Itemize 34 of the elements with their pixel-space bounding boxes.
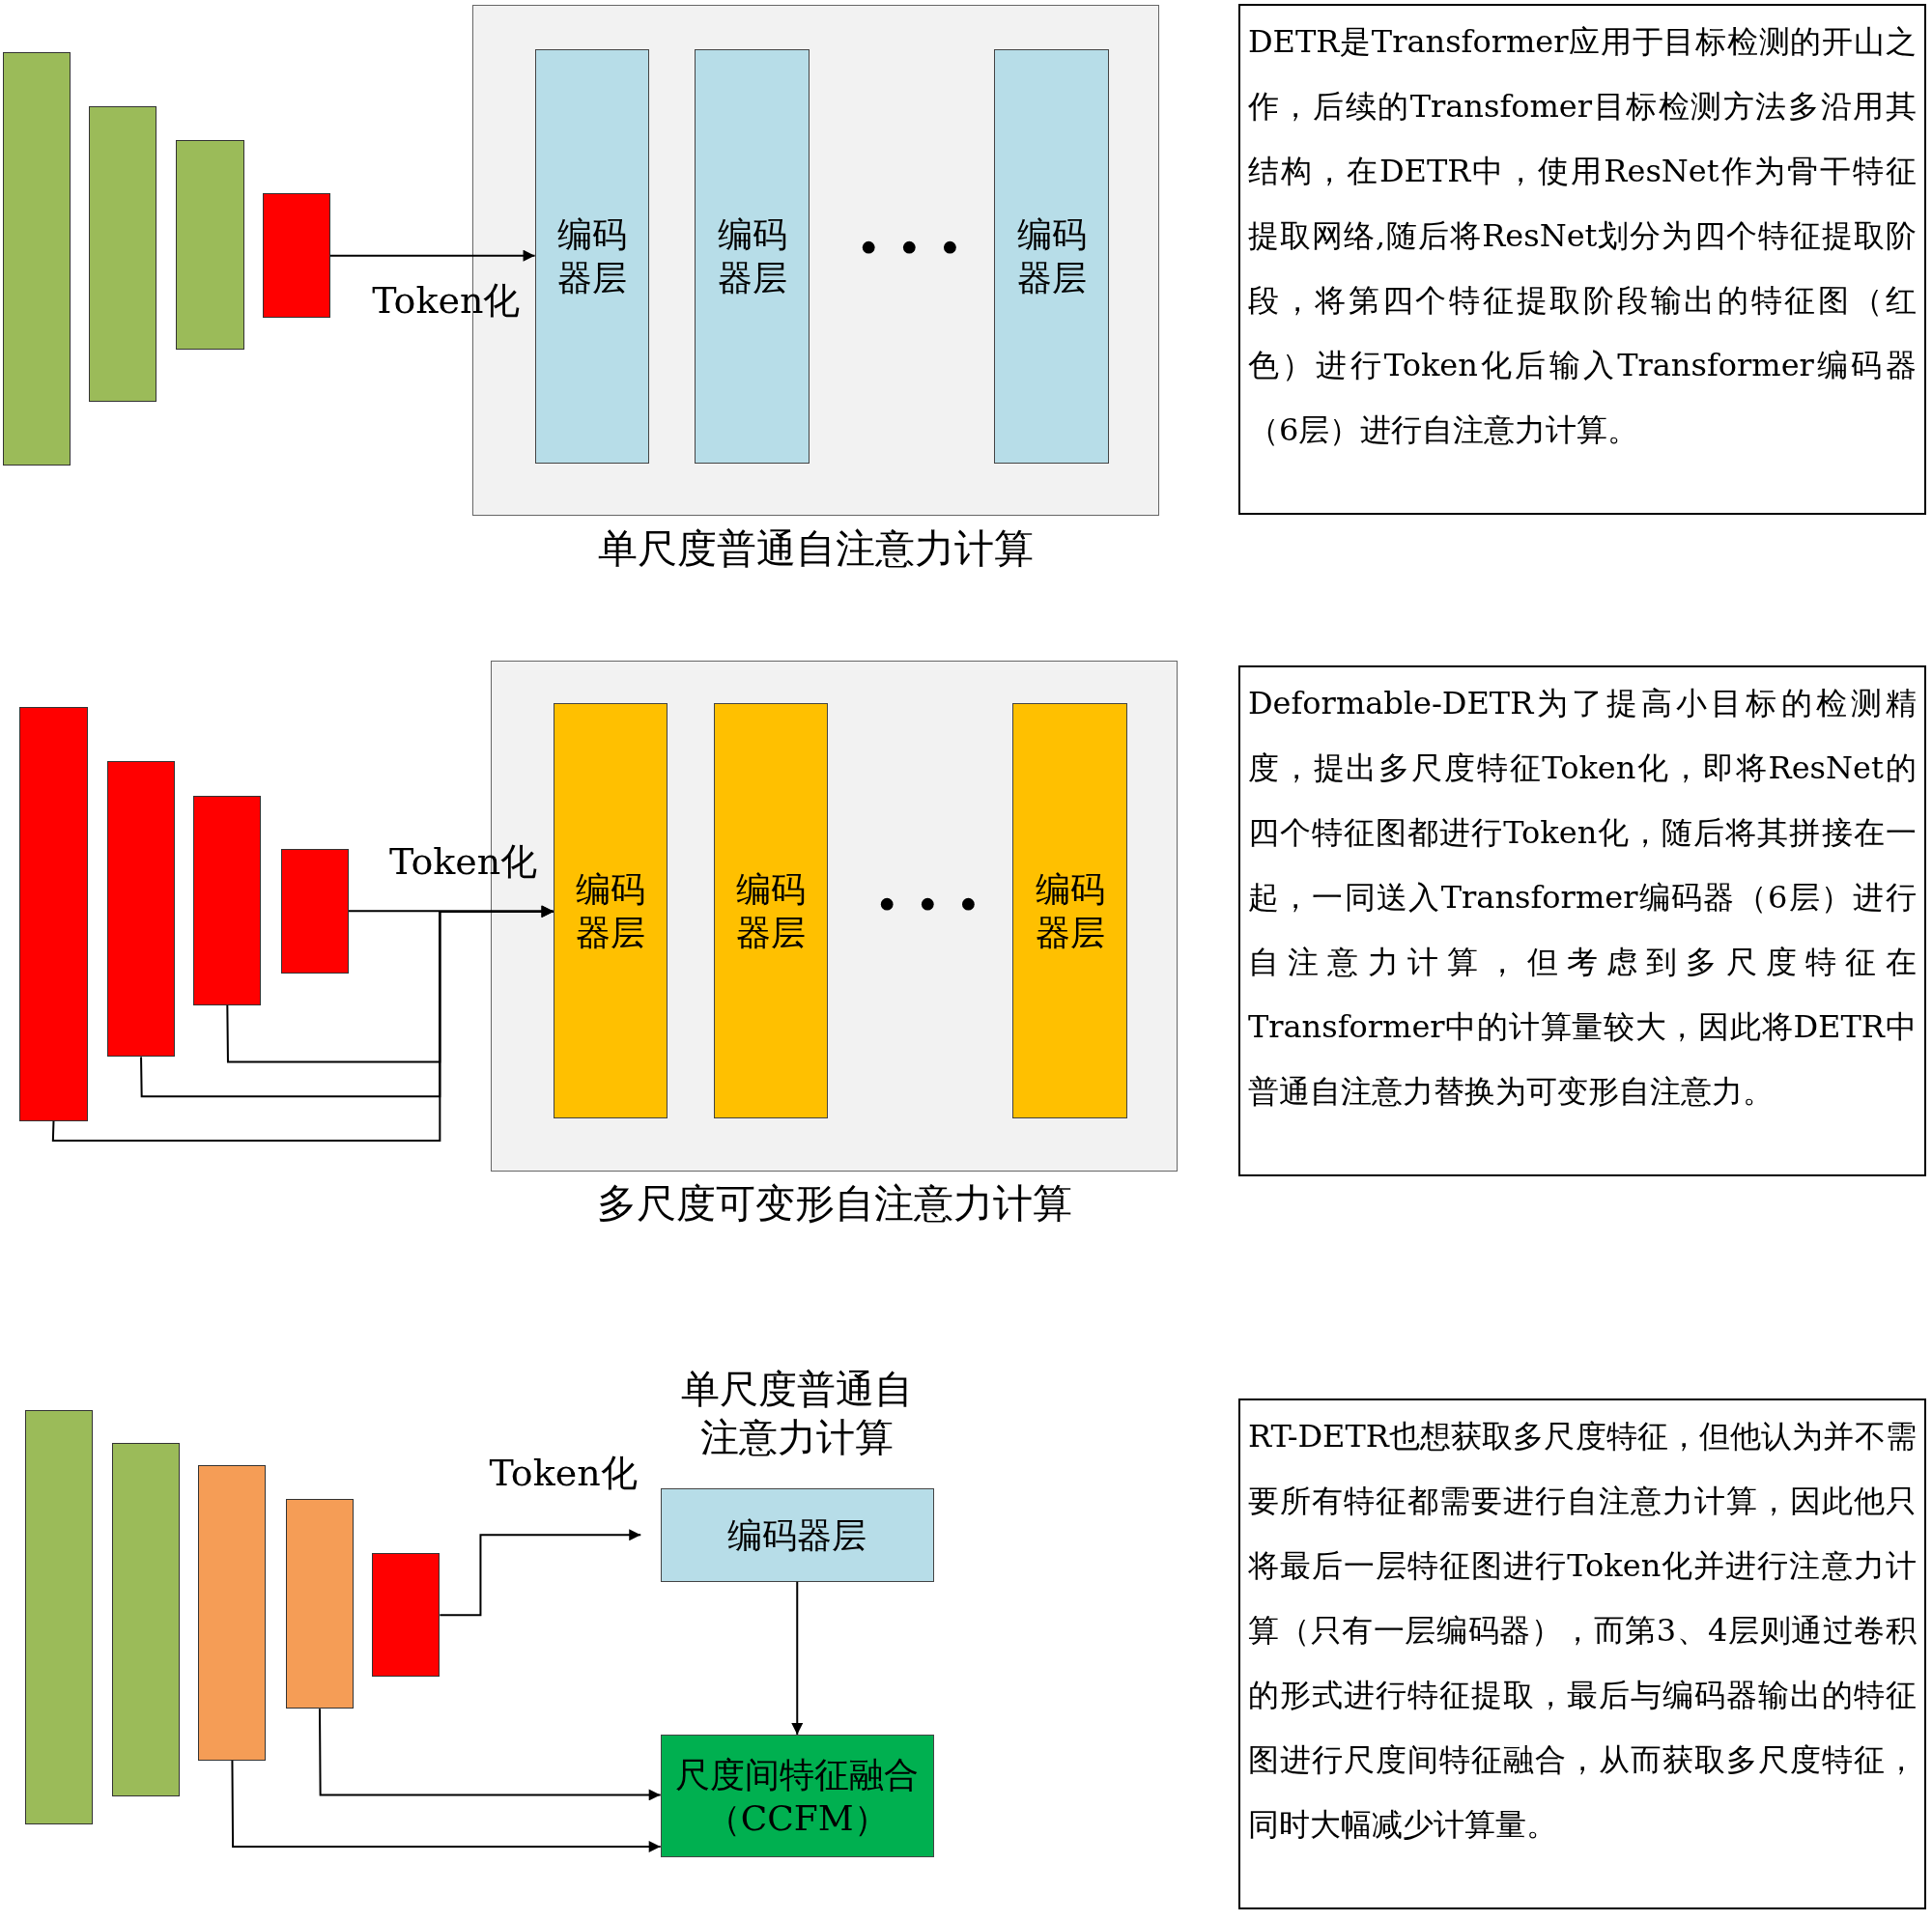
arrow — [328, 249, 536, 262]
feature-map-bar — [176, 140, 244, 351]
text-box: RT-DETR也想获取多尺度特征，但他认为并不需要所有特征都需要进行自注意力计算，因此他只将最后一层特征图进行Token化并进行注意力计算（只有一层编码器），而第3、4层则通过卷积的形式进行特征提取，最后与编码器输出的特征图进行尺度间特征融合，从而获取多尺度特征，同时大幅减少计算量。 — [1237, 1398, 1926, 1910]
fusion-box: 尺度间特征融合（CCFM） — [660, 1734, 934, 1858]
feature-map-bar — [112, 1442, 181, 1796]
panel-caption: 单尺度普通自注意力计算 — [596, 523, 1035, 574]
arrow — [319, 1708, 662, 1801]
encoder-box: 编码器层 — [534, 49, 650, 464]
encoder-box: 编码器层 — [553, 703, 668, 1119]
arrow — [791, 1580, 804, 1736]
feature-map-bar — [372, 1553, 440, 1677]
feature-map-bar — [262, 193, 330, 319]
arrow — [439, 1529, 642, 1617]
feature-map-bar — [198, 1464, 267, 1761]
feature-map-bar — [106, 761, 176, 1058]
text-box: Deformable-DETR为了提高小目标的检测精度，提出多尺度特征Token化，即将ResNet的四个特征图都进行Token化，随后将其拼接在一起，一同送入Transformer编码器（6层）进行自注意力计算，但考虑到多尺度特征在Transformer中的计算量较大，因此将DETR中普通自注意力替换为可变形自注意力。 — [1237, 664, 1926, 1177]
arrow — [51, 905, 554, 1143]
box-heading: 单尺度普通自注意力计算 — [680, 1366, 915, 1462]
encoder-box: 编码器层 — [713, 703, 829, 1119]
panel-caption: 多尺度可变形自注意力计算 — [595, 1179, 1073, 1229]
encoder-box: 编码器层 — [1012, 703, 1128, 1119]
feature-map-bar — [24, 1410, 93, 1824]
feature-map-bar — [193, 795, 262, 1005]
encoder-box: 编码器层 — [660, 1487, 934, 1582]
feature-map-bar — [88, 105, 156, 402]
arrow — [231, 1759, 662, 1852]
encoder-box: 编码器层 — [994, 49, 1109, 464]
feature-map-bar — [19, 707, 88, 1121]
feature-map-bar — [280, 848, 349, 974]
text-box: DETR是Transformer应用于目标检测的开山之作，后续的Transfomer目标检测方法多沿用其结构，在DETR中，使用ResNet作为骨干特征提取网络,随后将ResNet划分为四个特征提取阶段，将第四个特征提取阶段输出的特征图（红色）进行Token化后输入Transformer编码器（6层）进行自注意力计算。 — [1237, 3, 1926, 516]
feature-map-bar — [285, 1499, 355, 1709]
feature-map-bar — [2, 51, 71, 466]
edge-label: Token化 — [489, 1454, 638, 1494]
encoder-box: 编码器层 — [695, 49, 810, 464]
